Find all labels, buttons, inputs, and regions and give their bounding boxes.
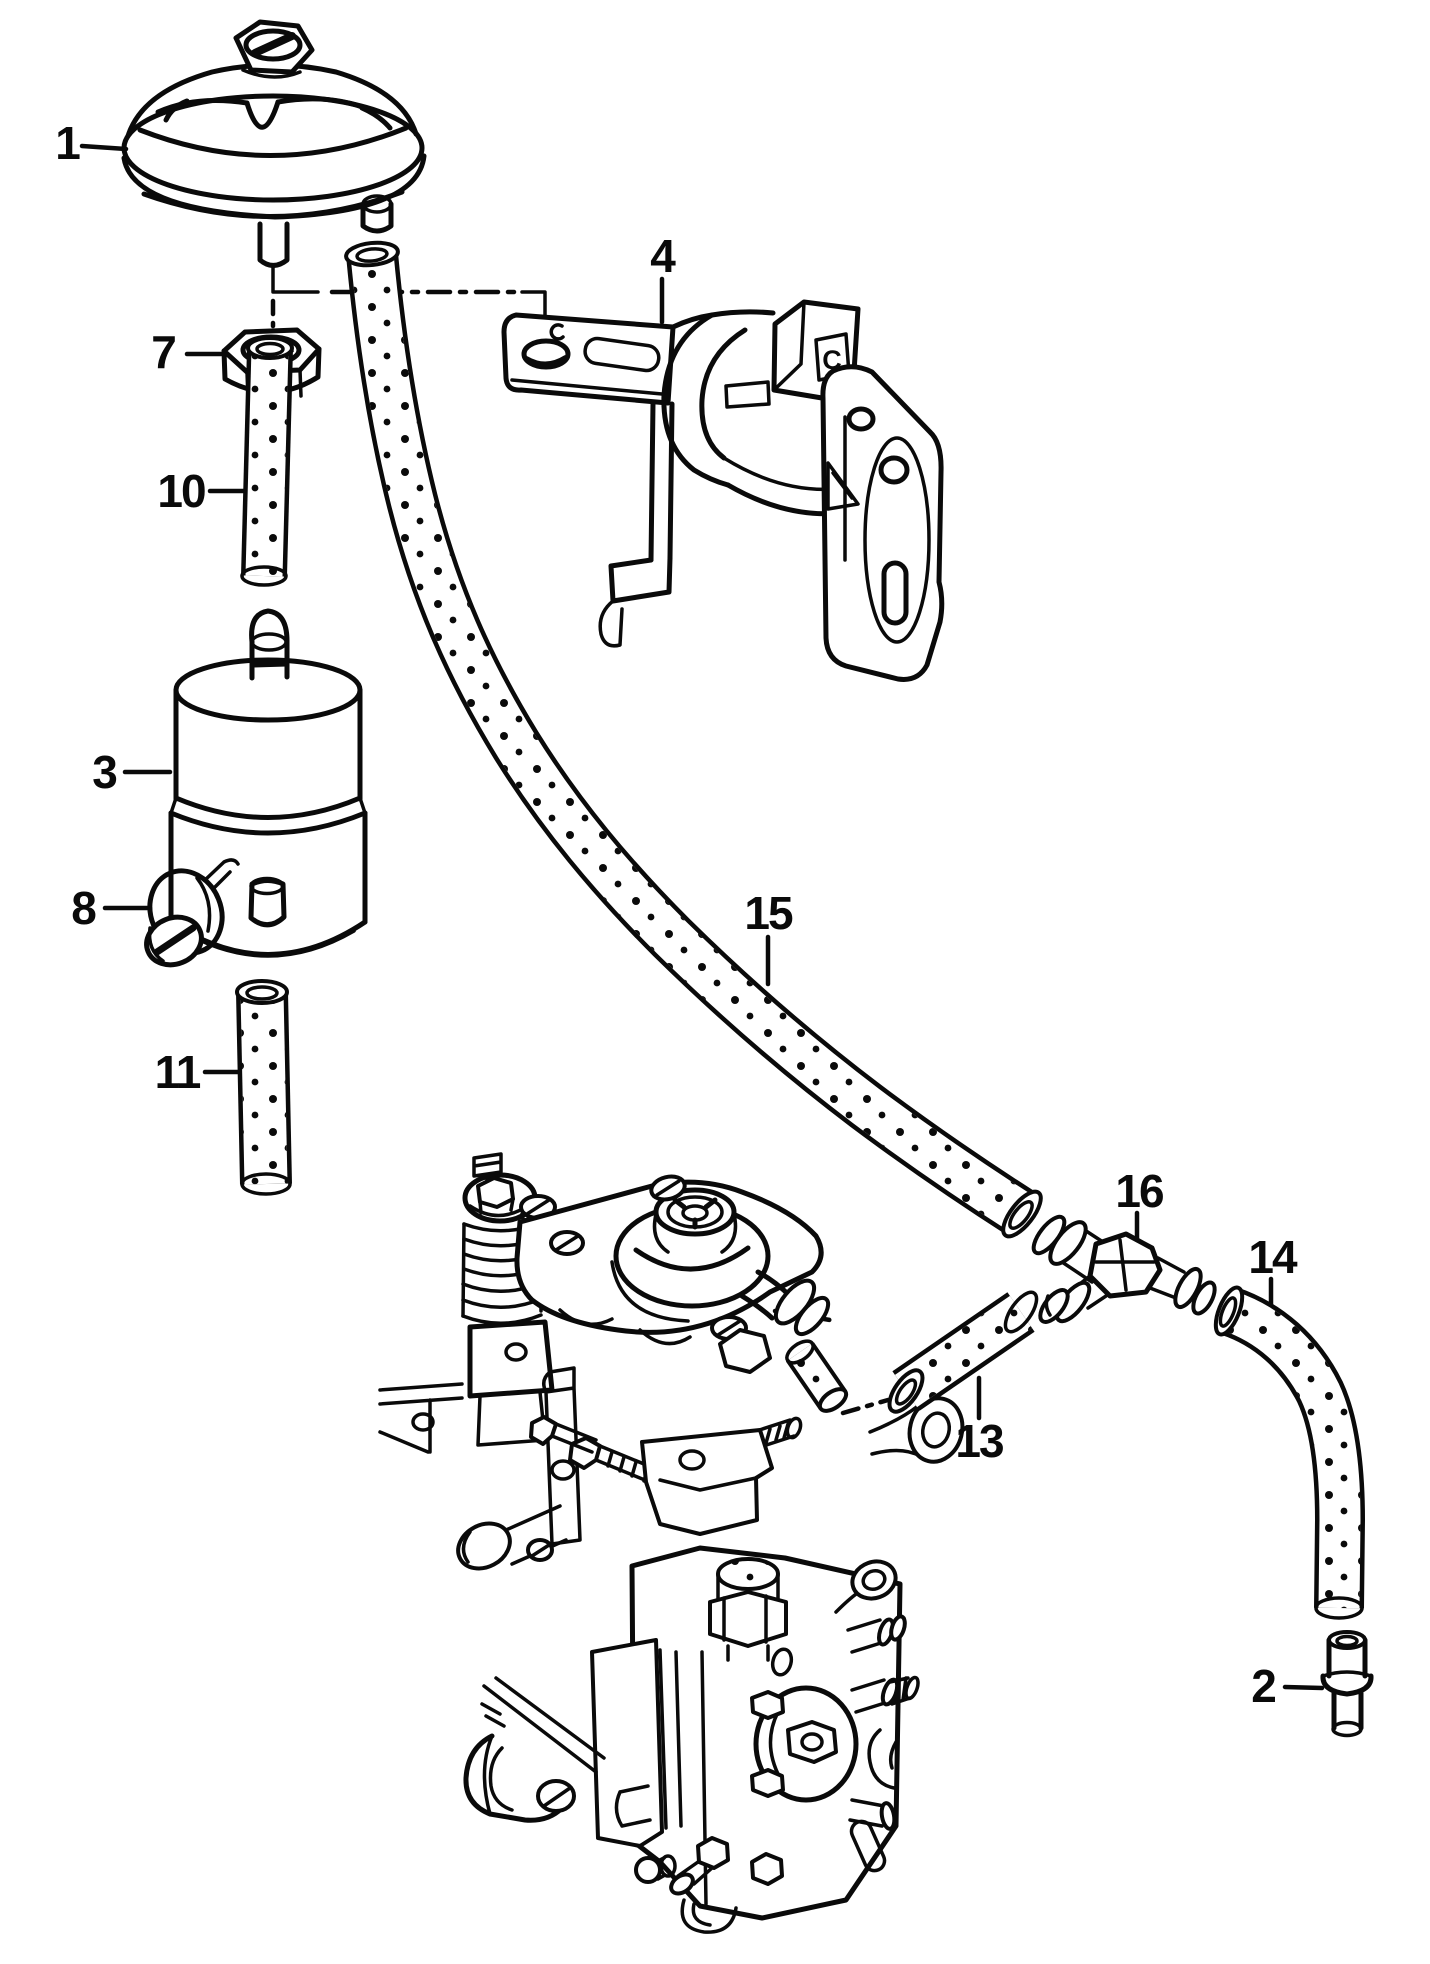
part-11-hose [235,979,292,1196]
part-number-label-10: 10 [157,465,205,517]
part-number-label-1: 1 [55,117,80,169]
part-number-label-16: 16 [1115,1165,1163,1217]
part-number-label-7: 7 [151,326,175,378]
component-marking-C: C [822,345,842,375]
part-8-hose-clamp [144,858,240,968]
part-number-label-8: 8 [71,882,96,934]
part-14-hose [1213,1285,1366,1620]
part-number-label-15: 15 [744,887,793,939]
part-10-hose [240,336,294,587]
part-13-hose [887,1290,1039,1414]
leader-line-part-1 [79,143,129,152]
injection-pump [378,1152,965,1934]
part-15-hose [344,240,1043,1239]
part-1-vacuum-valve [121,19,427,268]
part-number-label-13: 13 [955,1415,1003,1467]
part-number-label-4: 4 [650,230,676,282]
part-number-label-2: 2 [1251,1660,1275,1712]
part-number-label-3: 3 [92,746,116,798]
part-4-bracket [501,299,945,682]
part-3-filter [168,608,368,958]
part-number-label-11: 11 [155,1046,201,1098]
part-number-label-14: 14 [1248,1231,1298,1283]
leader-line-part-2 [1282,1684,1325,1691]
part-2-connector-pipe [1320,1630,1374,1738]
part-16-tee-connector [1031,1214,1217,1324]
